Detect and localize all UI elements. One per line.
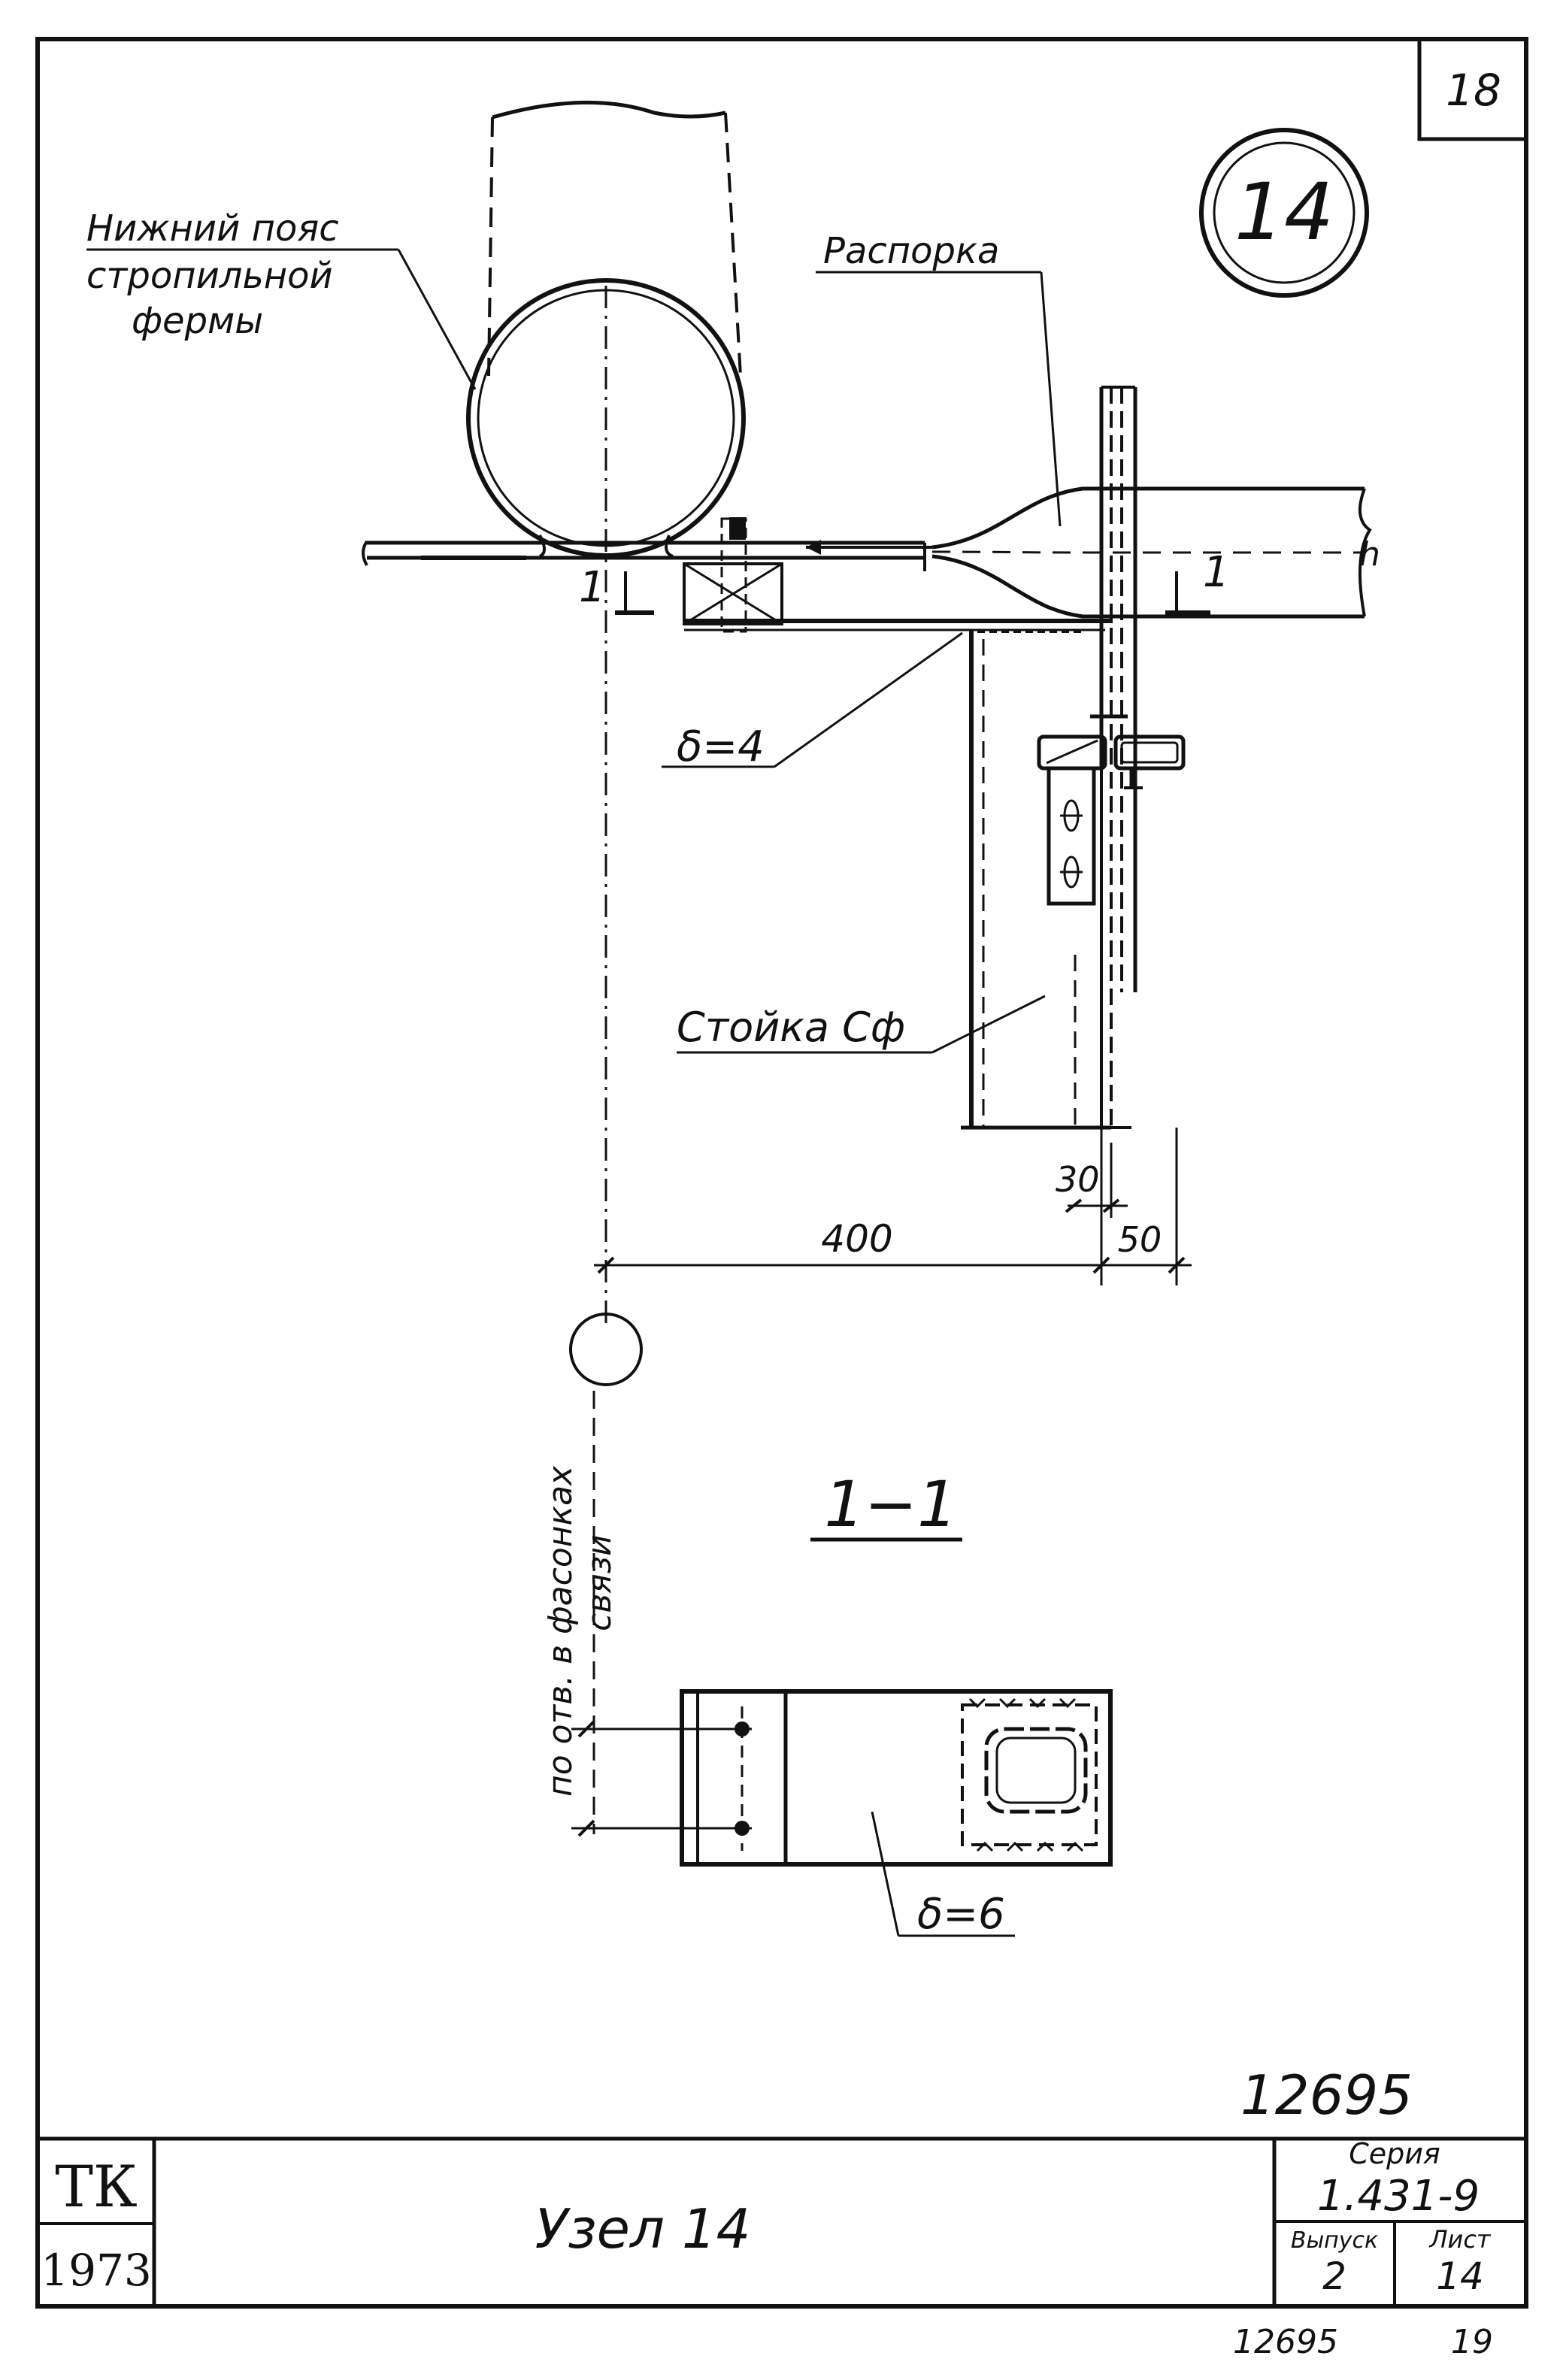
elevation-view: 1 1 h Нижний пояс стропильной фермы Расп… xyxy=(86,100,1380,1386)
height-mark: h xyxy=(1359,535,1380,574)
column xyxy=(961,630,1111,1130)
section-mark-left-label: 1 xyxy=(579,563,606,612)
sheet-value: 14 xyxy=(1436,2254,1484,2298)
page-number: 18 xyxy=(1446,65,1501,116)
page-number-box: 18 xyxy=(1417,39,1526,141)
bottom-chord-label-3: фермы xyxy=(132,300,263,342)
gusset-plate xyxy=(362,540,926,571)
node-badge-number: 14 xyxy=(1234,166,1334,258)
section-title: 1−1 xyxy=(824,1467,957,1541)
strut-label: Распорка xyxy=(816,230,1062,527)
plate-top-text: δ=4 xyxy=(677,722,765,771)
bolt-connection xyxy=(683,517,783,633)
section-mark-left: 1 xyxy=(579,563,654,615)
issue-label: Выпуск xyxy=(1291,2227,1378,2254)
series-label: Серия xyxy=(1349,2137,1440,2170)
section-plate xyxy=(680,1689,1113,1867)
issue-value: 2 xyxy=(1322,2254,1346,2298)
archive-number-stamp: 12695 xyxy=(1240,2064,1413,2127)
hole-note-2: связи xyxy=(580,1534,619,1631)
sheet-label: Лист xyxy=(1428,2225,1491,2254)
axis-bubble xyxy=(569,1313,643,1386)
sheet-number-bottom: 19 xyxy=(1451,2323,1493,2361)
title-block-year: 1973 xyxy=(41,2245,152,2296)
dimension-400: 400 xyxy=(821,1217,892,1261)
archive-number-bottom: 12695 xyxy=(1233,2323,1338,2361)
column-label: Стойка Сф xyxy=(677,995,1046,1054)
title-block-title: Узел 14 xyxy=(535,2197,751,2260)
strut-label-text: Распорка xyxy=(823,230,999,272)
section-1-1: 1−1 по отв. в фасонках связи δ=6 xyxy=(541,1391,1113,1939)
section-mark-right: 1 xyxy=(1165,548,1230,615)
bottom-chord-label-1: Нижний пояс xyxy=(86,207,339,250)
clamp-bracket xyxy=(1037,714,1186,906)
title-block-org: ТК xyxy=(55,2153,138,2220)
bottom-chord-label: Нижний пояс стропильной фермы xyxy=(86,207,477,390)
section-mark-right-label: 1 xyxy=(1203,548,1230,597)
node-badge: 14 xyxy=(1199,128,1369,298)
series-value: 1.431-9 xyxy=(1317,2172,1480,2221)
hole-note-1: по отв. в фасонках xyxy=(541,1465,580,1797)
dimension-50: 50 xyxy=(1118,1219,1162,1260)
sheet-frame xyxy=(35,37,1528,2309)
title-block: ТК 1973 Узел 14 Серия 1.431-9 Выпуск 2 Л… xyxy=(38,2137,1526,2306)
column-label-text: Стойка Сф xyxy=(677,1004,905,1051)
strut xyxy=(806,486,1372,619)
section-strut-tube xyxy=(961,1697,1098,1852)
plate-section-label: δ=6 xyxy=(871,1811,1015,1939)
plate-section-text: δ=6 xyxy=(917,1890,1005,1939)
dimension-30: 30 xyxy=(1056,1159,1100,1200)
dimension-chain: 400 50 30 xyxy=(594,1128,1192,1285)
plate-top-label: δ=4 xyxy=(662,631,963,771)
bottom-chord-label-2: стропильной xyxy=(86,255,333,297)
